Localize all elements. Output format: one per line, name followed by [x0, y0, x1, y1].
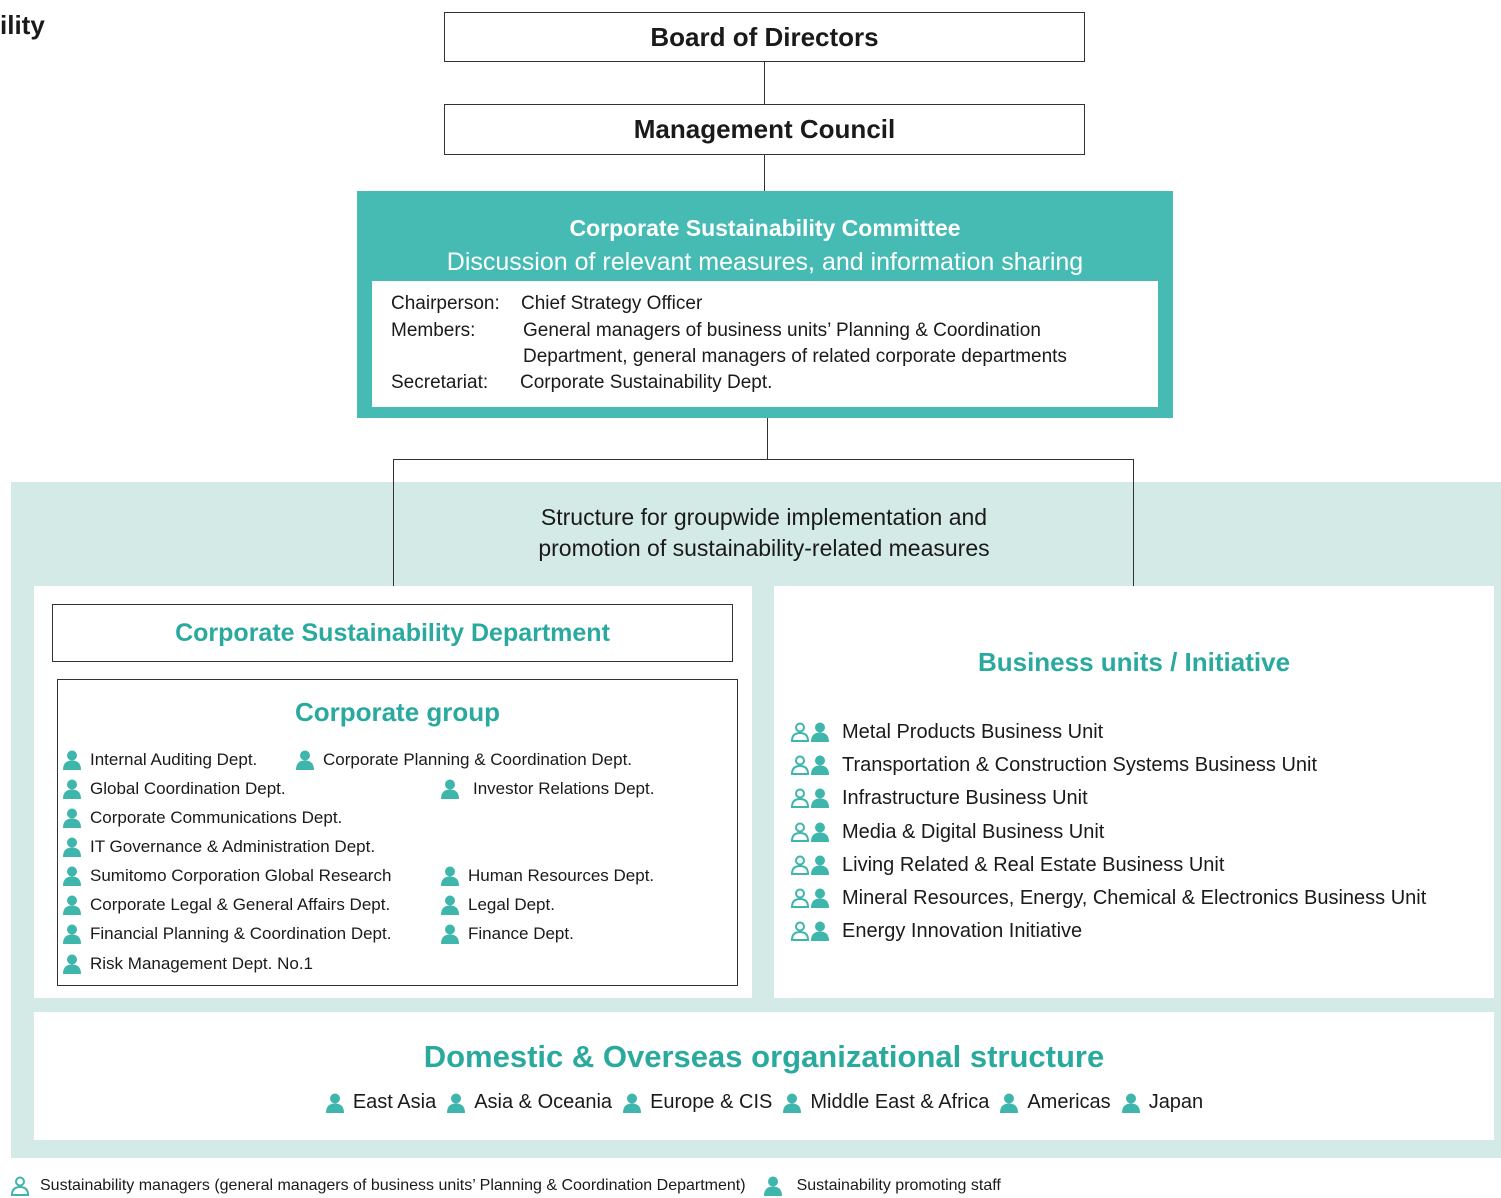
structure-text: Structure for groupwide implementation a… [394, 502, 1134, 564]
corporate-group-title: Corporate group [294, 697, 501, 727]
person-icon [295, 750, 315, 770]
dept-item: Human Resources Dept. [440, 865, 654, 887]
staff-icon [763, 1176, 783, 1196]
csd-title: Corporate Sustainability Department [175, 618, 610, 647]
dept-item: Legal Dept. [440, 894, 555, 916]
staff-icon [810, 722, 830, 742]
person-icon [446, 1093, 466, 1113]
manager-icon [10, 1176, 30, 1196]
connector-line [767, 418, 768, 459]
business-unit-item: Metal Products Business Unit [790, 719, 1103, 745]
committee-subtitle: Discussion of relevant measures, and inf… [446, 248, 1084, 276]
person-icon [62, 924, 82, 944]
domestic-panel: Domestic & Overseas organizational struc… [34, 1012, 1494, 1140]
structure-line1: Structure for groupwide implementation a… [540, 504, 988, 530]
title-fragment: ility [0, 10, 45, 40]
person-icon [782, 1093, 802, 1113]
staff-icon [810, 755, 830, 775]
dept-item: Finance Dept. [440, 923, 574, 945]
structure-line2: promotion of sustainability-related meas… [538, 535, 990, 561]
region-list: East Asia Asia & Oceania Europe & CIS Mi… [34, 1091, 1494, 1114]
committee-box: Corporate Sustainability Committee Discu… [357, 191, 1173, 418]
manager-icon [790, 888, 810, 908]
person-icon [999, 1093, 1019, 1113]
region-item: Japan [1121, 1091, 1203, 1114]
members-line2: Department, general managers of related … [523, 346, 1067, 367]
dept-item: Investor Relations Dept. [440, 778, 654, 800]
person-icon [325, 1093, 345, 1113]
management-label: Management Council [633, 114, 896, 144]
csd-box: Corporate Sustainability Department [52, 604, 733, 662]
dept-item: Internal Auditing Dept. [62, 749, 257, 771]
corporate-group-box: Corporate group [57, 679, 738, 986]
committee-details: Chairperson: Chief Strategy Officer Memb… [372, 281, 1158, 407]
dept-item: IT Governance & Administration Dept. [62, 836, 375, 858]
manager-icon [790, 788, 810, 808]
chair-value: Chief Strategy Officer [521, 293, 703, 314]
region-item: East Asia [325, 1091, 436, 1114]
secretariat-label: Secretariat: [391, 372, 489, 393]
person-icon [440, 866, 460, 886]
dept-item: Financial Planning & Coordination Dept. [62, 923, 391, 945]
committee-title: Corporate Sustainability Committee [569, 215, 961, 241]
person-icon [62, 895, 82, 915]
person-icon [1121, 1093, 1141, 1113]
members-line1: General managers of business units’ Plan… [523, 320, 1041, 341]
person-icon [440, 779, 460, 799]
dept-item: Risk Management Dept. No.1 [62, 953, 313, 975]
region-item: Middle East & Africa [782, 1091, 989, 1114]
business-unit-item: Infrastructure Business Unit [790, 785, 1088, 811]
dept-item: Corporate Communications Dept. [62, 807, 342, 829]
business-units-panel: Business units / Initiative [774, 586, 1494, 998]
management-council-box: Management Council [444, 104, 1085, 155]
dept-item: Corporate Legal & General Affairs Dept. [62, 894, 390, 916]
domestic-title: Domestic & Overseas organizational struc… [423, 1039, 1105, 1074]
dept-item: Global Coordination Dept. [62, 778, 286, 800]
manager-icon [790, 855, 810, 875]
staff-icon [810, 888, 830, 908]
secretariat-value: Corporate Sustainability Dept. [520, 372, 773, 393]
person-icon [440, 924, 460, 944]
board-label: Board of Directors [650, 21, 879, 52]
legend-staff: Sustainability promoting staff [796, 1177, 1001, 1194]
manager-icon [790, 921, 810, 941]
connector-line [764, 62, 765, 104]
dept-item: Sumitomo Corporation Global Research [62, 865, 391, 887]
person-icon [62, 866, 82, 886]
manager-icon [790, 722, 810, 742]
staff-icon [810, 921, 830, 941]
person-icon [62, 837, 82, 857]
region-item: Americas [999, 1091, 1111, 1114]
connector-line [393, 459, 394, 586]
legend: Sustainability managers (general manager… [10, 1176, 1001, 1196]
business-unit-item: Mineral Resources, Energy, Chemical & El… [790, 885, 1426, 911]
person-icon [622, 1093, 642, 1113]
manager-icon [790, 755, 810, 775]
staff-icon [810, 822, 830, 842]
members-label: Members: [391, 320, 476, 341]
connector-line [764, 155, 765, 191]
person-icon [62, 808, 82, 828]
region-item: Asia & Oceania [446, 1091, 612, 1114]
legend-managers: Sustainability managers (general manager… [40, 1177, 746, 1194]
chair-label: Chairperson: [391, 293, 500, 314]
person-icon [62, 750, 82, 770]
connector-line [393, 459, 1134, 460]
dept-item: Corporate Planning & Coordination Dept. [295, 749, 632, 771]
business-unit-item: Energy Innovation Initiative [790, 918, 1082, 944]
region-item: Europe & CIS [622, 1091, 772, 1114]
staff-icon [810, 788, 830, 808]
business-unit-item: Media & Digital Business Unit [790, 819, 1104, 845]
person-icon [62, 779, 82, 799]
person-icon [62, 954, 82, 974]
business-unit-item: Transportation & Construction Systems Bu… [790, 752, 1317, 778]
manager-icon [790, 822, 810, 842]
staff-icon [810, 855, 830, 875]
board-of-directors-box: Board of Directors [444, 12, 1085, 62]
business-units-title: Business units / Initiative [977, 647, 1291, 677]
person-icon [440, 895, 460, 915]
business-unit-item: Living Related & Real Estate Business Un… [790, 852, 1224, 878]
connector-line [1133, 459, 1134, 586]
